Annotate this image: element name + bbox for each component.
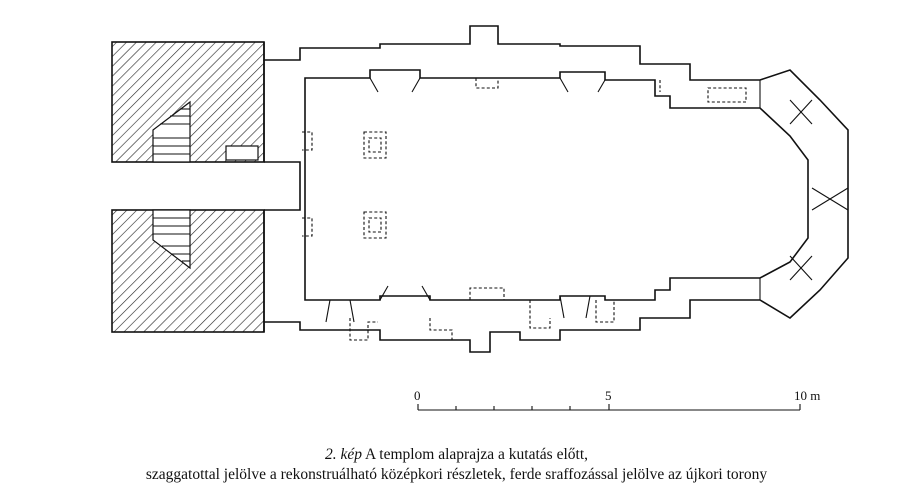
apse-ribs bbox=[759, 80, 849, 300]
tower-south-stairs bbox=[152, 209, 191, 270]
figure-caption-line2: szaggatottal jelölve a rekonstruálható k… bbox=[145, 466, 768, 483]
scale-label-5: 5 bbox=[605, 388, 612, 403]
medieval-details-dashed bbox=[302, 78, 747, 341]
figure-label: 2. kép bbox=[325, 446, 363, 463]
church-inner-walls bbox=[304, 69, 849, 323]
scale-label-0: 0 bbox=[414, 388, 421, 403]
figure-caption-line1: 2. kép A templom alaprajza a kutatás elő… bbox=[0, 445, 913, 465]
scale-bar: 0 5 10 m bbox=[414, 388, 820, 411]
scale-label-10m: 10 m bbox=[794, 388, 820, 403]
caption-title: A templom alaprajza a kutatás előtt, bbox=[365, 446, 588, 463]
church-outer-walls bbox=[263, 25, 849, 353]
tower-north-stairs bbox=[152, 100, 259, 163]
modern-tower bbox=[111, 41, 265, 333]
